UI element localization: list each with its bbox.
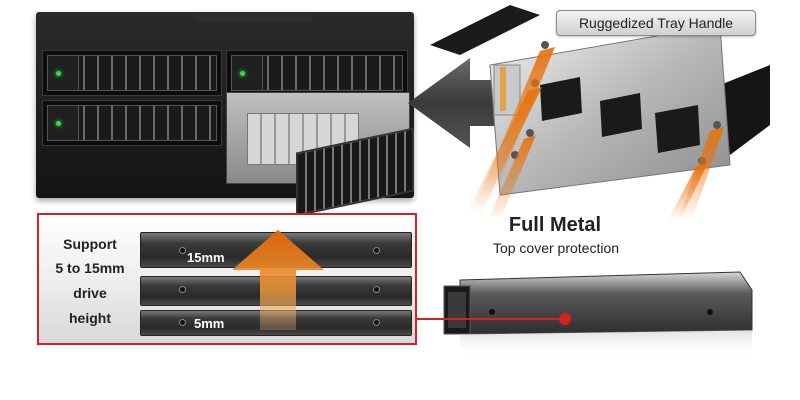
led-icon bbox=[56, 121, 61, 126]
drive-bay-2 bbox=[226, 50, 408, 96]
drive-bay-1 bbox=[42, 50, 222, 96]
orange-screw-arrows-icon bbox=[466, 47, 724, 220]
led-icon bbox=[56, 71, 61, 76]
support-line-1: Support bbox=[63, 236, 117, 252]
full-metal-subtitle: Top cover protection bbox=[492, 240, 620, 256]
orange-up-arrow-icon bbox=[232, 230, 324, 330]
enclosure-top-plate bbox=[196, 12, 312, 22]
metal-tray-image bbox=[430, 5, 770, 220]
support-line-3: drive bbox=[73, 285, 107, 301]
tray-handle-label: Ruggedized Tray Handle bbox=[556, 10, 756, 36]
drive-5mm-label: 5mm bbox=[194, 316, 225, 331]
support-line-4: height bbox=[69, 310, 111, 326]
pointer-line bbox=[415, 318, 570, 320]
drive-tray-image bbox=[443, 271, 753, 358]
drive-15mm-label: 15mm bbox=[187, 250, 225, 265]
led-icon bbox=[240, 71, 245, 76]
full-metal-title: Full Metal bbox=[508, 214, 602, 236]
drive-bay-3 bbox=[42, 100, 222, 146]
support-line-2: 5 to 15mm bbox=[55, 260, 125, 276]
pointer-dot bbox=[559, 313, 571, 325]
